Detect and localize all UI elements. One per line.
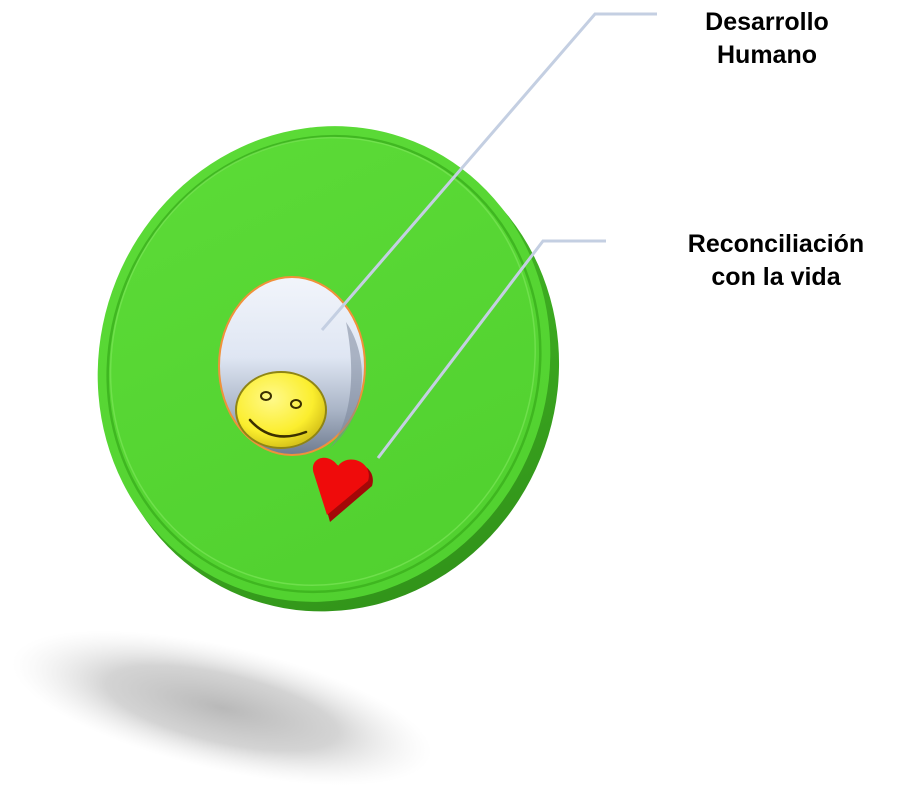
label-reconciliacion: Reconciliación con la vida bbox=[660, 228, 892, 294]
label-desarrollo-humano: Desarrollo Humano bbox=[672, 6, 862, 72]
disc-shadow bbox=[0, 599, 445, 791]
label-reconciliacion-line2: con la vida bbox=[660, 261, 892, 294]
label-desarrollo-line2: Humano bbox=[672, 39, 862, 72]
label-reconciliacion-line1: Reconciliación bbox=[660, 228, 892, 261]
label-desarrollo-line1: Desarrollo bbox=[672, 6, 862, 39]
smiley-face-icon bbox=[236, 372, 326, 448]
